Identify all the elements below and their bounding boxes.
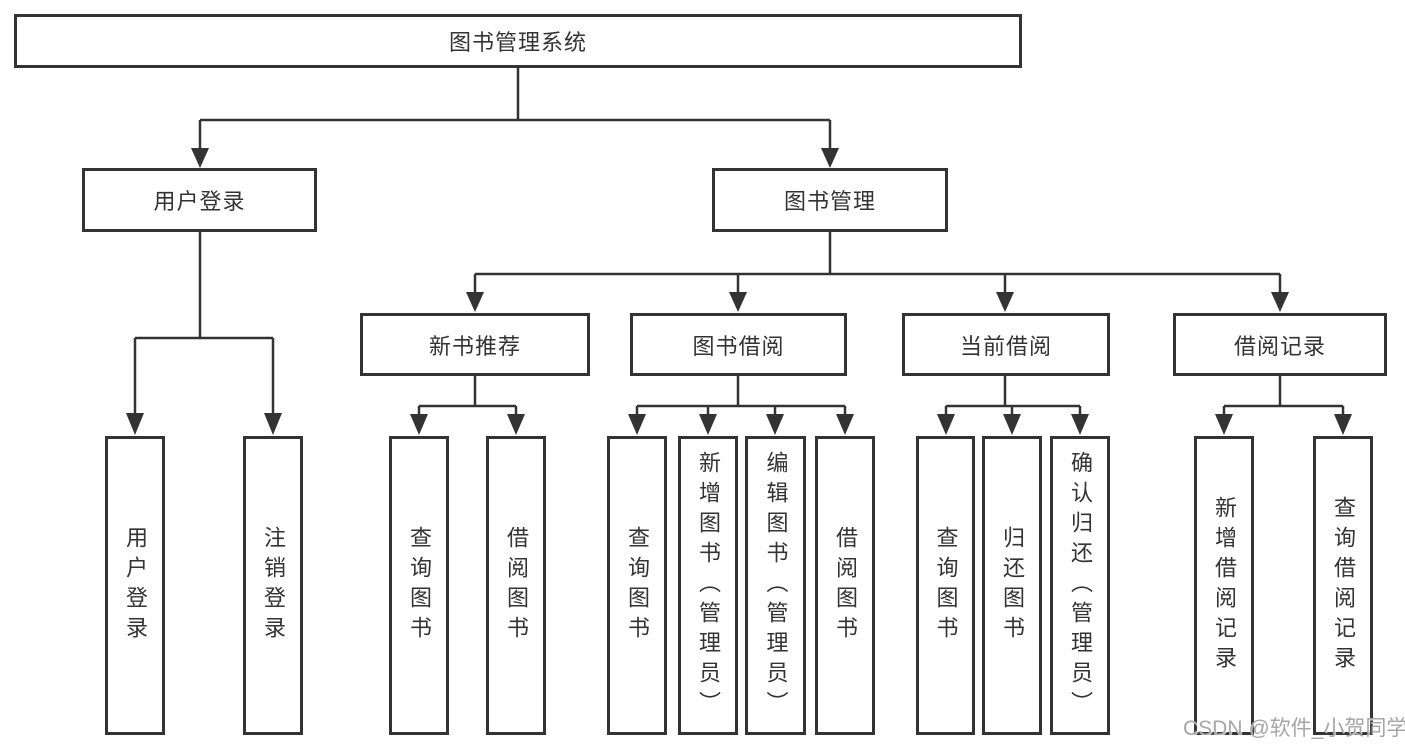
leaf-user-login: 用户登录 — [105, 436, 165, 735]
leaf-label: 借阅图书 — [833, 525, 858, 646]
edges-borrow-records-children — [1215, 376, 1352, 435]
node-borrow-records: 借阅记录 — [1173, 313, 1387, 376]
leaf-borrow-add-books-admin: 新增图书（管理员） — [678, 436, 738, 735]
leaf-records-query-record: 查询借阅记录 — [1313, 436, 1373, 735]
leaf-label: 查询图书 — [933, 525, 959, 646]
leaf-label: 查询图书 — [625, 525, 650, 646]
node-current-borrow: 当前借阅 — [902, 313, 1110, 376]
leaf-current-return-books: 归还图书 — [982, 436, 1042, 735]
leaf-label: 新增借阅记录 — [1212, 495, 1237, 676]
edges-new-book-rec-children — [410, 376, 525, 435]
leaf-newbook-query-books: 查询图书 — [389, 436, 449, 735]
leaf-label: 编辑图书（管理员） — [763, 450, 789, 721]
leaf-borrow-query-books: 查询图书 — [607, 436, 667, 735]
edges-book-mgmt-children — [466, 232, 1289, 312]
leaf-label: 确认归还（管理员） — [1068, 450, 1093, 721]
edges-root-children — [191, 68, 839, 168]
leaf-newbook-borrow-books: 借阅图书 — [486, 436, 546, 735]
node-user-login: 用户登录 — [82, 168, 317, 232]
edges-current-borrow-children — [937, 376, 1089, 435]
leaf-label: 新增图书（管理员） — [696, 450, 721, 721]
node-new-book-recommend: 新书推荐 — [360, 313, 590, 376]
edges-book-borrow-children — [628, 376, 854, 435]
leaf-logout: 注销登录 — [243, 436, 303, 735]
leaf-borrow-edit-books-admin: 编辑图书（管理员） — [745, 436, 806, 735]
leaf-current-query-books: 查询图书 — [916, 436, 975, 735]
node-book-borrow: 图书借阅 — [630, 313, 847, 376]
leaf-label: 查询借阅记录 — [1331, 495, 1356, 676]
leaf-current-confirm-return-admin: 确认归还（管理员） — [1050, 436, 1110, 735]
leaf-label: 借阅图书 — [504, 525, 529, 646]
leaf-label: 查询图书 — [407, 525, 432, 646]
edges-user-login-children — [126, 232, 282, 435]
node-book-management: 图书管理 — [712, 168, 948, 232]
leaf-label: 归还图书 — [1000, 525, 1025, 646]
leaf-label: 用户登录 — [123, 525, 148, 646]
leaf-records-add-record: 新增借阅记录 — [1194, 436, 1254, 735]
leaf-borrow-borrow-books: 借阅图书 — [815, 436, 875, 735]
leaf-label: 注销登录 — [261, 525, 286, 646]
node-root: 图书管理系统 — [14, 14, 1022, 68]
csdn-watermark: CSDN @软件_小贺同学 — [1183, 717, 1405, 740]
